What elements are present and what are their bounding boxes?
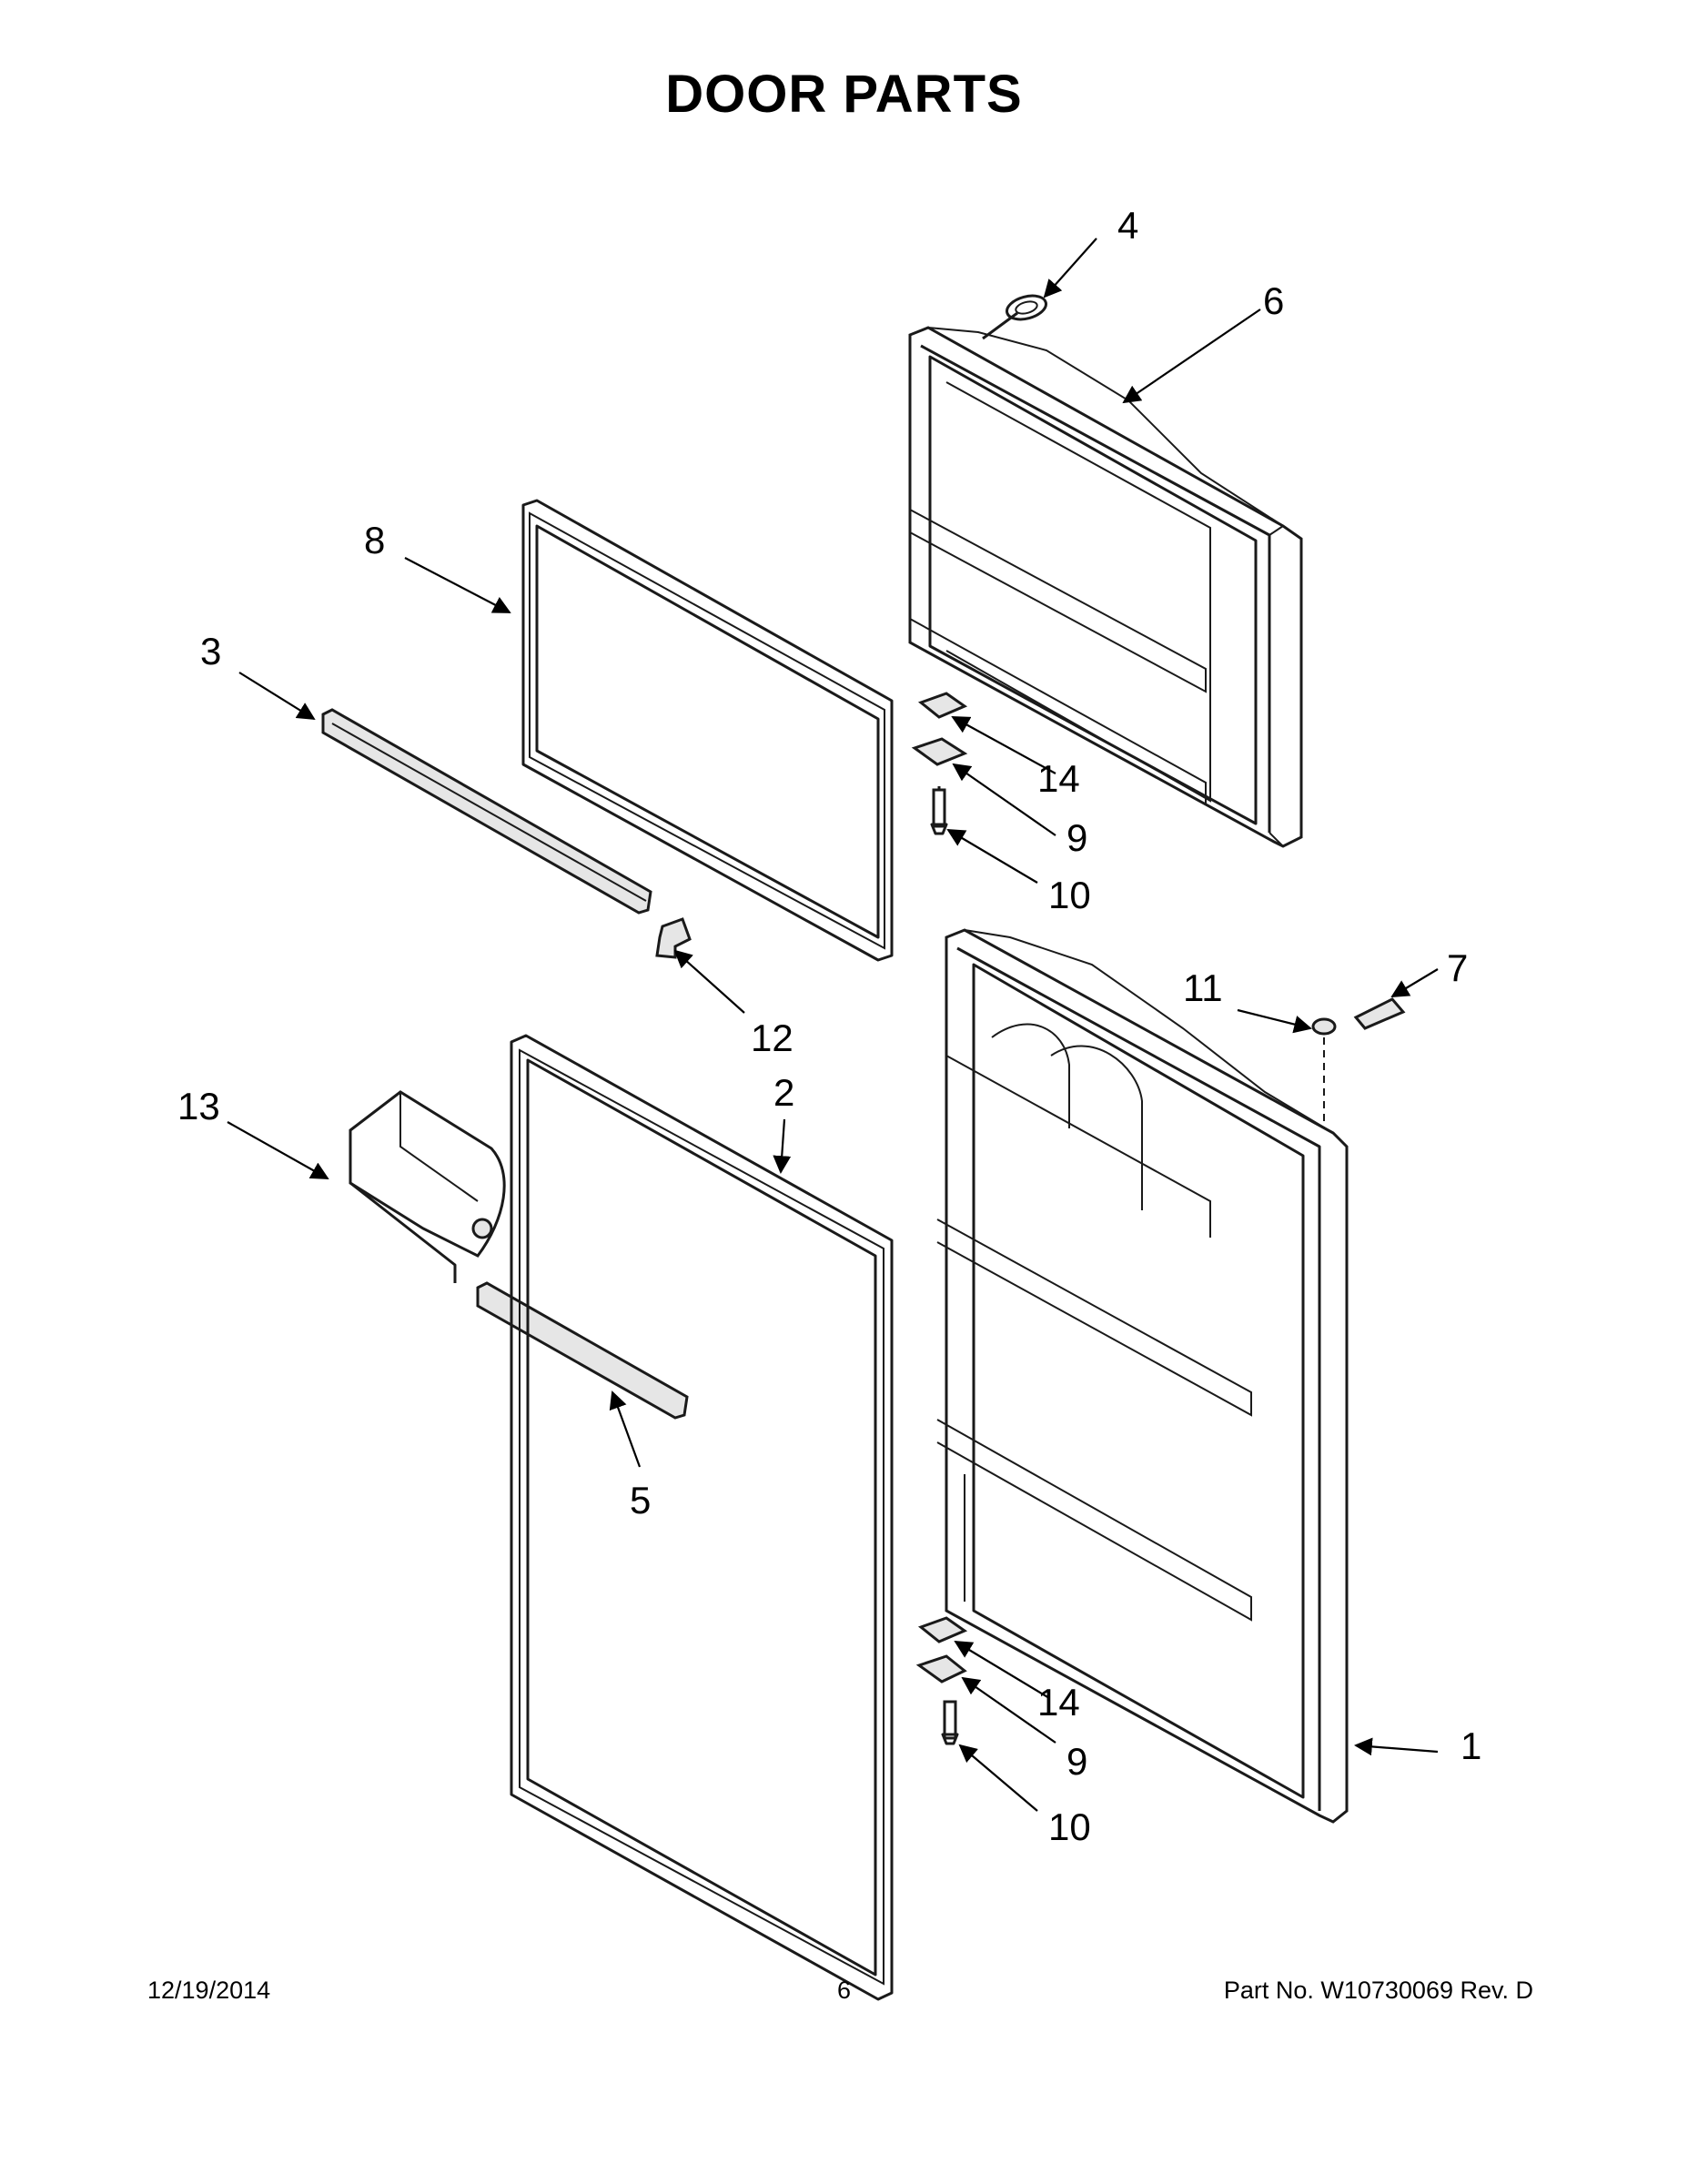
callout-labels: 4 6 8 3 14 9 10 12 11 7 13 2 5 14 9 10 1	[177, 204, 1481, 1848]
callout-12: 12	[751, 1016, 793, 1059]
fresh-food-door-gasket	[510, 1034, 894, 2001]
callout-13: 13	[177, 1085, 220, 1127]
callout-8: 8	[364, 519, 385, 561]
callout-9-upper: 9	[1066, 816, 1087, 859]
footer-page-number: 6	[836, 1977, 852, 2004]
callout-6: 6	[1263, 279, 1284, 322]
screw-and-plug	[1311, 997, 1406, 1128]
callout-11: 11	[1183, 966, 1223, 1009]
callout-14-upper: 14	[1037, 757, 1080, 800]
callout-5: 5	[630, 1479, 651, 1522]
callout-10-lower: 10	[1048, 1805, 1091, 1848]
page-title: DOOR PARTS	[665, 65, 1023, 124]
footer-part-number: Part No. W10730069 Rev. D	[1223, 1977, 1533, 2004]
footer-date: 12/19/2014	[147, 1977, 271, 2004]
trim-strip	[321, 708, 652, 915]
leader-lines	[227, 238, 1439, 1812]
dairy-cover	[349, 1090, 506, 1283]
clip-part	[655, 917, 692, 959]
callout-2: 2	[773, 1071, 794, 1114]
callout-10-upper: 10	[1048, 874, 1091, 916]
upper-hinge-parts	[911, 692, 968, 835]
washer-part	[982, 294, 1047, 340]
lower-hinge-parts	[915, 1616, 968, 1745]
callout-9-lower: 9	[1066, 1740, 1087, 1783]
freezer-door-gasket	[521, 499, 894, 962]
fresh-food-door	[936, 928, 1349, 1824]
freezer-door	[908, 326, 1303, 848]
callout-1: 1	[1461, 1724, 1481, 1767]
callout-3: 3	[200, 630, 221, 672]
fresh-food-trim-strip	[476, 1281, 689, 1420]
callout-14-lower: 14	[1037, 1681, 1080, 1724]
callout-4: 4	[1117, 204, 1138, 247]
callout-7: 7	[1447, 946, 1468, 989]
